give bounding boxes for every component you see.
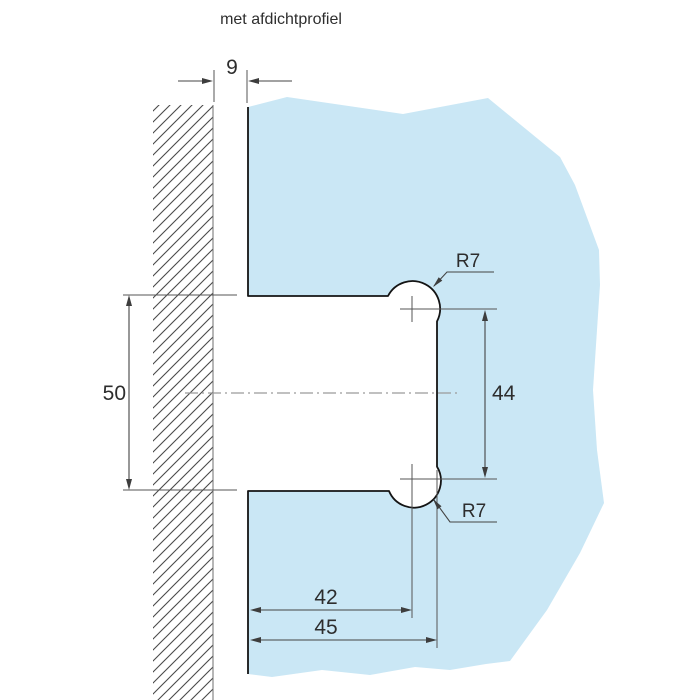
dimension-hole-center-depth: 42 <box>250 586 412 613</box>
radius-callout-bottom: R7 <box>433 499 497 523</box>
arrowhead-right-icon <box>202 78 213 84</box>
arrowhead-up-icon <box>126 295 132 306</box>
arrowhead-left-icon <box>250 637 261 643</box>
arrowhead-right-icon <box>401 607 412 613</box>
wall-hatch-fill <box>153 105 213 700</box>
dimension-notch-height: 50 <box>103 294 237 491</box>
arrowhead-down-icon <box>482 467 488 478</box>
dim-value-wall-gap: 9 <box>226 56 238 79</box>
glass-machined-edge-outline <box>247 107 442 674</box>
dim-value-hole-center-depth: 42 <box>314 586 337 609</box>
dim-value-notch-height: 50 <box>103 382 126 405</box>
dimension-hole-spacing: 44 <box>482 310 516 478</box>
arrowhead-up-icon <box>482 310 488 321</box>
glass-panel <box>247 97 604 677</box>
radius-value-top: R7 <box>456 251 480 272</box>
dimension-notch-depth: 45 <box>250 616 437 643</box>
arrowhead-right-icon <box>426 637 437 643</box>
drawing-title: met afdichtprofiel <box>220 11 342 28</box>
radius-value-bottom: R7 <box>462 501 486 522</box>
arrowhead-left-icon <box>250 607 261 613</box>
wall-section <box>153 105 214 700</box>
dimension-wall-gap: 9 <box>178 56 292 103</box>
arrowhead-left-icon <box>248 78 259 84</box>
glass-fill <box>248 97 604 677</box>
hole-center-marks <box>400 296 497 648</box>
dim-value-notch-depth: 45 <box>314 616 337 639</box>
leader-arrowhead-icon <box>433 277 443 287</box>
dim-value-hole-spacing: 44 <box>492 382 516 405</box>
leader-arrowhead-icon <box>433 499 442 510</box>
radius-callout-top: R7 <box>433 251 494 287</box>
arrowhead-down-icon <box>126 479 132 490</box>
